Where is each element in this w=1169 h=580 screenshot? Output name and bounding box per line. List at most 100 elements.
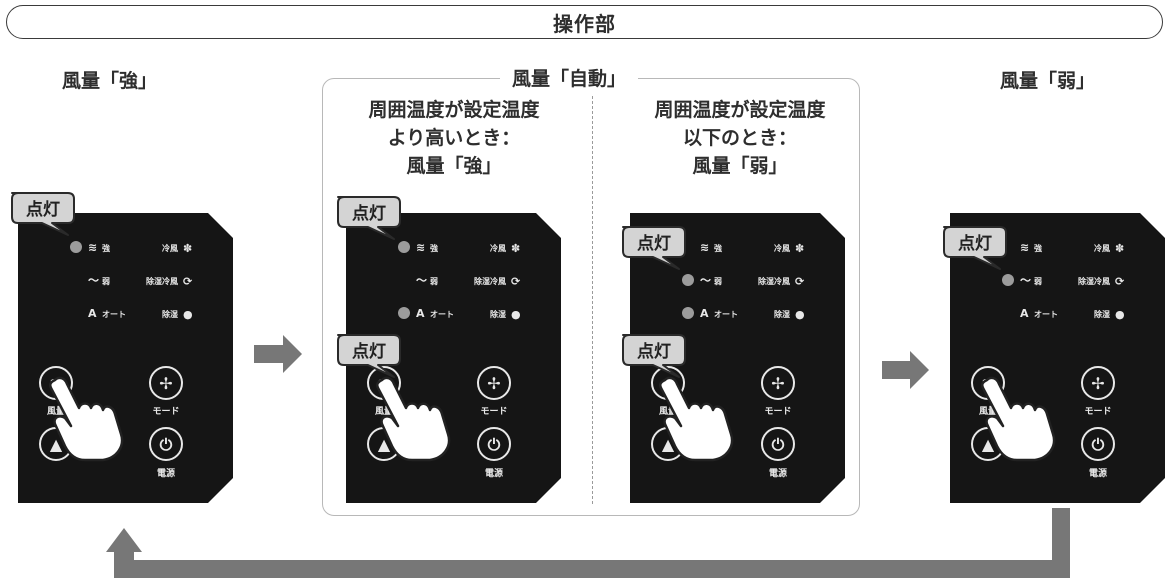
mode-button-label: モード bbox=[1084, 406, 1111, 417]
mode-icon-mode_dehum_cool: ⟳ bbox=[795, 275, 805, 288]
svg-text:▲: ▲ bbox=[50, 435, 63, 454]
mode-button[interactable]: ✢ bbox=[1081, 366, 1115, 400]
right-arrow-1 bbox=[254, 335, 302, 373]
svg-text:✢: ✢ bbox=[159, 374, 172, 393]
fan-label-fan_strong: 強 bbox=[1034, 243, 1042, 253]
heading-weak: 風量「弱」 bbox=[1000, 70, 1096, 92]
fan-glyph-fan_weak: 〜 bbox=[416, 274, 427, 287]
power-button-label: 電源 bbox=[1089, 467, 1107, 479]
title-text: 操作部 bbox=[553, 11, 616, 36]
fan-label-fan_auto: オート bbox=[1034, 310, 1058, 319]
mode-button[interactable]: ✢ bbox=[149, 366, 183, 400]
led-fan_weak bbox=[1002, 274, 1014, 286]
led-fan_strong bbox=[398, 241, 410, 253]
svg-text:⏻: ⏻ bbox=[488, 435, 501, 454]
lit-callout: 点灯 bbox=[11, 192, 75, 236]
mode-icon-mode_dehum: ● bbox=[1115, 308, 1125, 321]
svg-text:▲: ▲ bbox=[378, 435, 391, 454]
operation-section-title: 操作部 bbox=[6, 5, 1163, 39]
heading-auto: 風量「自動」 bbox=[500, 64, 639, 91]
mode-label-mode_dehum: 除湿 bbox=[1094, 309, 1110, 319]
lit-callout: 点灯 bbox=[337, 334, 401, 378]
fan-glyph-fan_auto: A bbox=[88, 307, 97, 320]
fan-label-fan_weak: 弱 bbox=[1034, 276, 1042, 286]
svg-text:⏻: ⏻ bbox=[772, 435, 785, 454]
mode-button-label: モード bbox=[480, 406, 507, 417]
mode-label-mode_dehum: 除湿 bbox=[162, 309, 178, 319]
fan-label-fan_auto: オート bbox=[430, 310, 454, 319]
led-fan_auto bbox=[682, 307, 694, 319]
fan-glyph-fan_strong: ≋ bbox=[700, 241, 709, 254]
power-button[interactable]: ⏻ bbox=[761, 427, 795, 461]
auto-high-line-3: 風量「強」 bbox=[406, 155, 502, 177]
hand-pointer-icon bbox=[48, 376, 124, 462]
power-button[interactable]: ⏻ bbox=[1081, 427, 1115, 461]
auto-low-condition: 周囲温度が設定温度 以下のとき： 風量「弱」 bbox=[620, 96, 860, 180]
mode-button[interactable]: ✢ bbox=[477, 366, 511, 400]
lit-callout: 点灯 bbox=[622, 226, 686, 270]
fan-label-fan_strong: 強 bbox=[102, 243, 110, 253]
fan-glyph-fan_strong: ≋ bbox=[1020, 241, 1029, 254]
mode-icon-mode_cool: ✽ bbox=[183, 242, 192, 255]
mode-label-mode_cool: 冷風 bbox=[774, 243, 790, 253]
led-fan_weak bbox=[682, 274, 694, 286]
auto-low-line-3: 風量「弱」 bbox=[692, 155, 788, 177]
fan-label-fan_weak: 弱 bbox=[102, 276, 110, 286]
auto-low-line-1: 周囲温度が設定温度 bbox=[654, 99, 826, 121]
fan-glyph-fan_weak: 〜 bbox=[700, 274, 711, 287]
fan-label-fan_strong: 強 bbox=[714, 243, 722, 253]
mode-label-mode_cool: 冷風 bbox=[1094, 243, 1110, 253]
svg-text:⏻: ⏻ bbox=[1092, 435, 1105, 454]
hand-pointer-icon bbox=[980, 376, 1056, 462]
mode-icon-mode_dehum: ● bbox=[795, 308, 805, 321]
svg-text:✢: ✢ bbox=[1091, 374, 1104, 393]
mode-icon-mode_cool: ✽ bbox=[511, 242, 520, 255]
led-fan_auto bbox=[398, 307, 410, 319]
hand-pointer-icon bbox=[658, 376, 734, 462]
svg-text:⏻: ⏻ bbox=[160, 435, 173, 454]
fan-label-fan_auto: オート bbox=[714, 310, 738, 319]
auto-high-line-1: 周囲温度が設定温度 bbox=[368, 99, 540, 121]
mode-icon-mode_cool: ✽ bbox=[795, 242, 804, 255]
hand-pointer-icon bbox=[375, 376, 451, 462]
heading-strong: 風量「強」 bbox=[62, 70, 158, 92]
mode-label-mode_cool: 冷風 bbox=[162, 243, 178, 253]
mode-icon-mode_dehum_cool: ⟳ bbox=[1115, 275, 1125, 288]
led-fan_strong bbox=[70, 241, 82, 253]
callout-label: 点灯 bbox=[352, 203, 386, 224]
svg-text:✢: ✢ bbox=[771, 374, 784, 393]
mode-icon-mode_cool: ✽ bbox=[1115, 242, 1124, 255]
mode-icon-mode_dehum: ● bbox=[183, 308, 193, 321]
mode-button[interactable]: ✢ bbox=[761, 366, 795, 400]
auto-high-condition: 周囲温度が設定温度 より高いとき： 風量「強」 bbox=[334, 96, 574, 180]
auto-divider bbox=[592, 96, 593, 504]
lit-callout: 点灯 bbox=[622, 334, 686, 378]
return-loop-arrow bbox=[106, 508, 1070, 578]
mode-button-label: モード bbox=[764, 406, 791, 417]
callout-label: 点灯 bbox=[352, 341, 386, 362]
power-button-label: 電源 bbox=[157, 467, 175, 479]
svg-text:▲: ▲ bbox=[982, 435, 995, 454]
fan-label-fan_weak: 弱 bbox=[430, 276, 438, 286]
fan-glyph-fan_strong: ≋ bbox=[416, 241, 425, 254]
power-button[interactable]: ⏻ bbox=[477, 427, 511, 461]
mode-icon-mode_dehum_cool: ⟳ bbox=[183, 275, 193, 288]
mode-button-label: モード bbox=[152, 406, 179, 417]
power-button[interactable]: ⏻ bbox=[149, 427, 183, 461]
lit-callout: 点灯 bbox=[337, 196, 401, 240]
auto-high-line-2: より高いとき： bbox=[387, 127, 521, 149]
right-arrow-2 bbox=[882, 351, 929, 389]
power-button-label: 電源 bbox=[485, 467, 503, 479]
mode-label-mode_cool: 冷風 bbox=[490, 243, 506, 253]
callout-label: 点灯 bbox=[637, 233, 671, 254]
fan-glyph-fan_auto: A bbox=[1020, 307, 1029, 320]
power-button-label: 電源 bbox=[769, 467, 787, 479]
fan-glyph-fan_auto: A bbox=[700, 307, 709, 320]
mode-label-mode_dehum_cool: 除湿冷風 bbox=[146, 276, 178, 286]
callout-label: 点灯 bbox=[958, 233, 992, 254]
mode-label-mode_dehum: 除湿 bbox=[774, 309, 790, 319]
lit-callout: 点灯 bbox=[943, 226, 1007, 270]
fan-label-fan_strong: 強 bbox=[430, 243, 438, 253]
mode-label-mode_dehum_cool: 除湿冷風 bbox=[474, 276, 506, 286]
mode-icon-mode_dehum_cool: ⟳ bbox=[511, 275, 521, 288]
